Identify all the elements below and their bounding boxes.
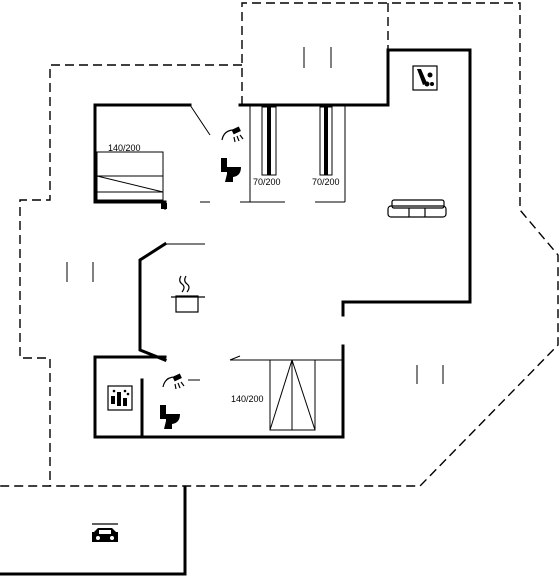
carport-icon [92, 523, 118, 542]
toilet-icon [160, 405, 180, 429]
bed-size-label: 70/200 [253, 177, 281, 187]
partitions [164, 104, 346, 381]
bedroom-4: 140/200 [231, 359, 316, 431]
shower-icon [221, 126, 244, 143]
window-markers [66, 47, 444, 384]
toilet-icon [221, 158, 241, 182]
bed-size-label: 70/200 [312, 177, 340, 187]
sofa-icon [387, 199, 447, 218]
terrace-outline [0, 2, 559, 487]
bedroom-1: 140/200 [96, 143, 167, 209]
washing-machine-icon [107, 385, 133, 411]
cooking-pot-icon [171, 275, 205, 313]
bedroom-2: 70/200 [253, 106, 281, 187]
bedroom-3: 70/200 [312, 106, 340, 187]
walls [0, 48, 472, 576]
sauna-icon [412, 65, 438, 91]
bed-size-label: 140/200 [108, 143, 141, 153]
shower-icon [162, 373, 185, 390]
bed-size-label: 140/200 [231, 394, 264, 404]
